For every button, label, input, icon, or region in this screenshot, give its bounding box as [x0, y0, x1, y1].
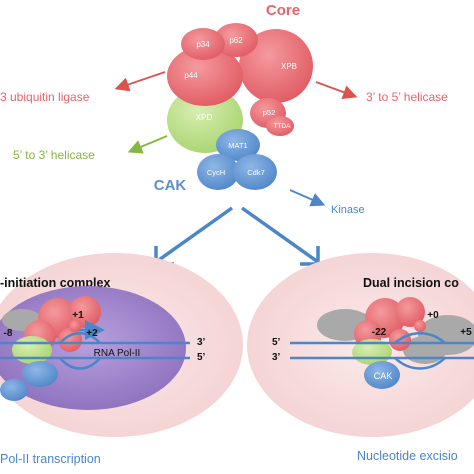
ttda-label: TTDA: [274, 123, 292, 130]
right-pos-plus0: +0: [427, 310, 439, 321]
helicase-3to5-arrow: [315, 81, 358, 100]
cak-title: CAK: [154, 177, 187, 194]
right-dna-bubble: [394, 332, 446, 370]
left-strand-bottom-end: 5’: [197, 352, 206, 363]
ubiquitin-arrow: [114, 71, 166, 92]
left-pos-plus1: +1: [72, 310, 84, 321]
helicase-5to3-label: 5’ to 3’ helicase: [13, 148, 95, 162]
right-cak-label: CAK: [374, 371, 393, 381]
ttda-subunit: [266, 116, 294, 136]
cdk7-label: Cdk7: [247, 168, 265, 177]
right-branch-arrow: [240, 206, 320, 264]
left-xpd: [12, 336, 52, 364]
xpd-label: XPD: [196, 113, 213, 122]
cych-subunit: [197, 154, 239, 190]
p34-label: p34: [196, 40, 210, 49]
ubiquitin-ligase-label: 3 ubiquitin ligase: [0, 90, 90, 104]
p52-label: p52: [263, 108, 276, 117]
right-strand-top-start: 5’: [272, 337, 281, 348]
kinase-arrow: [289, 189, 326, 207]
left-small-subunit: [69, 320, 81, 332]
xpb-label: XPB: [281, 62, 297, 71]
helicase-3to5-label: 3’ to 5’ helicase: [366, 90, 448, 104]
left-panel-caption: Pol-II transcription: [0, 452, 101, 466]
left-cak-1: [22, 361, 58, 387]
xpb-subunit: [239, 29, 313, 103]
core-title: Core: [266, 2, 300, 19]
right-strand-bottom-start: 3’: [272, 352, 281, 363]
left-dna-bubble: [59, 332, 101, 370]
p44-subunit: [167, 46, 243, 106]
right-small-subunit: [414, 320, 426, 332]
kinase-label: Kinase: [331, 204, 365, 216]
mat1-label: MAT1: [228, 141, 247, 150]
right-panel-title: Dual incision co: [363, 276, 459, 290]
p44-label: p44: [184, 71, 198, 80]
cych-label: CycH: [207, 168, 225, 177]
right-panel-caption: Nucleotide excisio: [357, 449, 458, 463]
right-pos-minus22: -22: [372, 327, 387, 338]
right-pos-plus5: +5: [460, 327, 472, 338]
right-core-subunit-2: [395, 297, 425, 327]
helicase-5to3-arrow: [127, 135, 168, 154]
cdk7-subunit: [233, 154, 277, 190]
left-branch-arrow: [154, 206, 234, 264]
left-strand-top-end: 3’: [197, 337, 206, 348]
left-pos-plus2: +2: [86, 328, 98, 339]
mat1-subunit: [216, 129, 260, 161]
rna-pol-ii-label: RNA Pol-II: [94, 348, 141, 359]
p62-label: p62: [229, 36, 243, 45]
left-pos-minus8: -8: [4, 328, 13, 339]
left-cak-2: [0, 379, 28, 401]
p34-subunit: [181, 28, 225, 60]
p62-subunit: [214, 23, 258, 57]
right-cak: [364, 361, 400, 389]
